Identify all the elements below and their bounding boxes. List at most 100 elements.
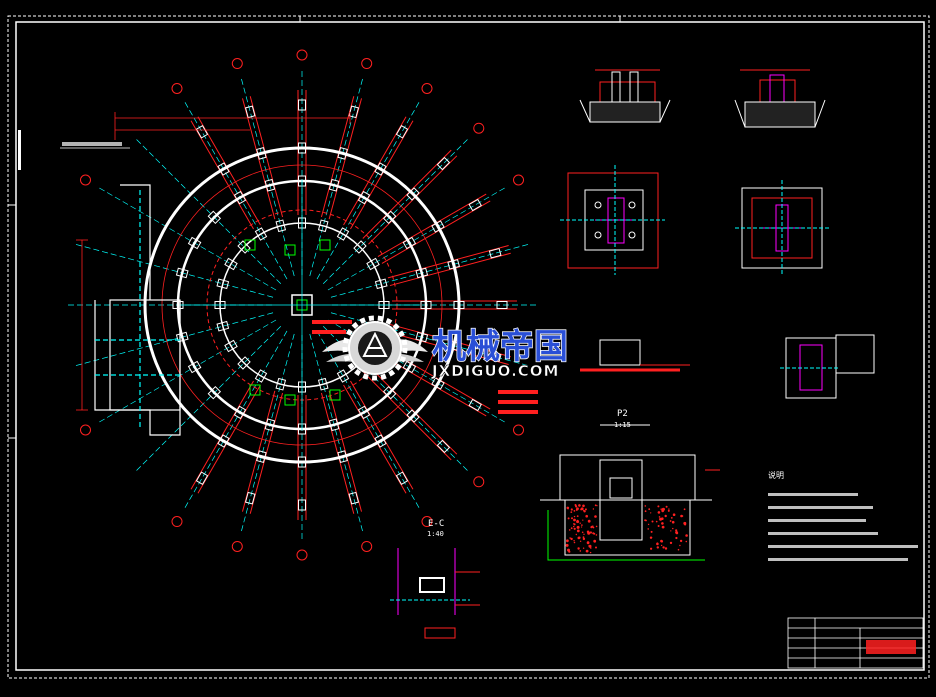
column-pad: [328, 418, 340, 432]
gravel-dot: [644, 519, 646, 522]
gravel-dot: [657, 525, 660, 527]
gravel-dot: [662, 546, 665, 549]
gravel-dot: [679, 539, 683, 543]
green-grid-marks: [244, 239, 341, 406]
detail-label: P2: [617, 409, 628, 419]
column-pad: [415, 331, 429, 343]
column-pad: [207, 385, 222, 400]
column-pad: [317, 219, 329, 233]
watermark-cn: 机械帝国: [432, 327, 568, 367]
gravel-dot: [593, 539, 597, 543]
column-pad: [406, 187, 420, 201]
left-annex: [94, 184, 181, 436]
gravel-dot: [570, 537, 573, 541]
gravel-dot: [589, 551, 592, 554]
axis-bubble: [296, 549, 308, 561]
column-pad: [187, 360, 202, 374]
gravel-dot: [582, 504, 585, 508]
column-pad: [336, 227, 350, 241]
gravel-dot: [595, 534, 598, 536]
column-pad: [402, 360, 417, 374]
column-pad: [496, 301, 508, 309]
column-pad: [244, 491, 256, 505]
note-line: [768, 519, 866, 522]
gravel-dot: [657, 511, 661, 514]
gravel-dot: [648, 508, 651, 511]
binding-strip: [18, 130, 21, 170]
gravel-dot: [576, 525, 580, 529]
column-pad: [264, 178, 276, 192]
gravel-dot: [573, 540, 575, 542]
column-pad: [256, 147, 267, 160]
gravel-dot: [585, 514, 588, 518]
circular-plan-view: [60, 49, 538, 561]
gravel-dot: [659, 517, 663, 521]
gravel-dot: [665, 505, 668, 508]
gravel-dot: [566, 539, 569, 543]
gravel-dot: [585, 549, 589, 553]
gravel-dot: [647, 528, 649, 530]
gravel-dot: [661, 508, 664, 510]
gravel-dot: [649, 536, 653, 539]
column-pad: [175, 331, 189, 343]
radial-member-edge: [328, 390, 362, 512]
column-pad: [382, 210, 397, 225]
column-pad: [298, 142, 306, 154]
gravel-dot: [675, 531, 679, 535]
gravel-dot: [594, 504, 597, 507]
column-pad: [256, 450, 267, 463]
radial-axis-line: [316, 330, 420, 509]
gravel-dot: [577, 547, 580, 550]
gravel-dot: [675, 536, 678, 540]
column-pad: [317, 377, 329, 391]
column-pad: [488, 351, 502, 363]
radial-member-edge: [377, 193, 487, 257]
radial-member-edge: [328, 98, 362, 220]
axis-bubbles: [79, 49, 525, 561]
column-pad: [357, 405, 371, 420]
gravel-dot: [573, 541, 576, 544]
axis-bubble: [171, 516, 183, 528]
column-pad: [374, 162, 387, 176]
gravel-dot: [569, 537, 571, 539]
column-pad: [382, 385, 397, 400]
column-pad: [217, 162, 230, 176]
plan-annotation: [60, 142, 538, 414]
gravel-dot: [576, 529, 580, 533]
gravel-dot: [660, 508, 662, 510]
gravel-dot: [566, 506, 570, 510]
column-pad: [298, 456, 306, 468]
gravel-dot: [679, 544, 681, 547]
plan-dimensions: [76, 112, 351, 411]
column-pad: [216, 320, 230, 332]
detail-section-2: [734, 69, 826, 128]
column-pad: [366, 257, 380, 271]
column-pad: [348, 491, 360, 505]
section-label: E-C: [428, 519, 444, 529]
gravel-dot: [581, 524, 583, 526]
base-plate-detail-2: [735, 180, 830, 275]
gravel-dot: [570, 508, 573, 511]
detail-section-1: [579, 69, 671, 123]
column-pad: [217, 434, 230, 448]
column-pad: [468, 398, 482, 412]
gravel-dot: [593, 532, 596, 535]
column-pad: [233, 190, 247, 205]
column-pad: [298, 99, 306, 111]
notes-lines: [768, 493, 918, 561]
column-pad: [374, 278, 388, 290]
radial-axis-line: [135, 138, 282, 285]
axis-bubble: [231, 540, 243, 552]
column-pad: [216, 278, 230, 290]
gravel-dot: [581, 531, 584, 534]
column-pad: [233, 405, 247, 420]
column-pad: [237, 356, 251, 370]
radial-axis-line: [327, 319, 506, 423]
gravel-dot: [592, 526, 595, 529]
gravel-dot: [579, 550, 582, 552]
column-pad: [337, 450, 348, 463]
column-pad: [254, 369, 268, 383]
column-pad: [275, 219, 287, 233]
note-line: [768, 532, 878, 535]
